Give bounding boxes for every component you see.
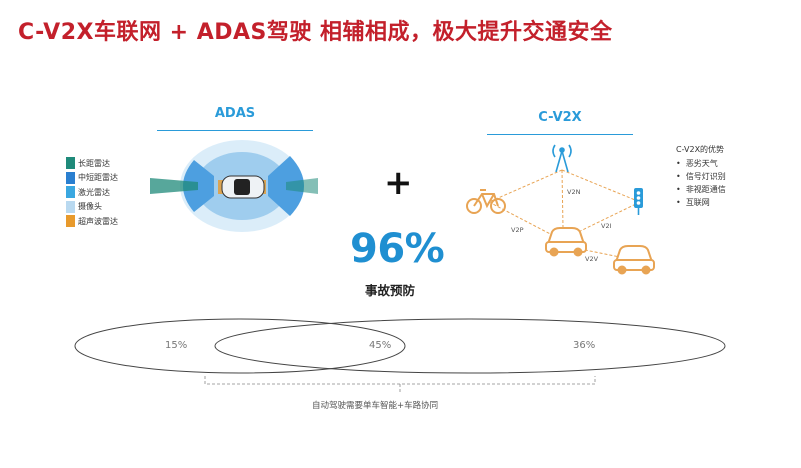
legend-swatch	[66, 200, 75, 213]
legend-item: 激光雷达	[66, 185, 118, 200]
legend-item: 超声波雷达	[66, 214, 118, 229]
cv2x-underline	[487, 134, 633, 135]
cv2x-label: C-V2X	[538, 110, 582, 125]
legend-item: 中短距雷达	[66, 171, 118, 186]
adas-ellipse	[74, 318, 406, 374]
adas-sensor-legend: 长距雷达 中短距雷达 激光雷达 摄像头 超声波雷达	[66, 156, 118, 229]
advantage-label: 信号灯识别	[685, 172, 726, 181]
advantage-label: 恶劣天气	[685, 159, 718, 168]
cv2x-network	[488, 169, 641, 259]
cell-tower-icon	[552, 144, 572, 173]
accident-percentage: 96%	[350, 226, 445, 272]
advantage-item: • 互联网	[676, 198, 710, 207]
plus-sign: +	[384, 163, 413, 203]
advantage-item: • 恶劣天气	[676, 159, 718, 168]
advantage-item: • 信号灯识别	[676, 172, 726, 181]
accident-caption: 事故预防	[365, 283, 416, 298]
car-icon	[545, 227, 587, 257]
page-title: C-V2X车联网 + ADAS驾驶 相辅相成，极大提升交通安全	[18, 20, 613, 45]
adas-underline	[157, 130, 313, 131]
legend-swatch	[66, 171, 75, 184]
traffic-light-icon	[634, 188, 643, 215]
car-window	[234, 179, 250, 195]
adas-car-illustration	[150, 140, 318, 232]
advantage-label: 互联网	[685, 198, 710, 207]
bicycle-icon	[466, 189, 506, 214]
footnote: 自动驾驶需要单车智能+车路协同	[312, 401, 439, 411]
overlap-middle-value: 45%	[369, 340, 392, 351]
legend-item: 长距雷达	[66, 156, 118, 171]
cv2x-advantages: C-V2X的优势 • 恶劣天气 • 信号灯识别 • 非视距通信 • 互联网	[676, 144, 726, 210]
advantages-title: C-V2X的优势	[676, 145, 725, 154]
v2p-label: V2P	[511, 226, 524, 234]
v2n-label: V2N	[567, 188, 581, 196]
advantage-label: 非视距通信	[685, 185, 726, 194]
legend-label: 摄像头	[78, 202, 102, 212]
legend-swatch	[66, 215, 75, 228]
bracket	[204, 376, 596, 385]
legend-swatch	[66, 157, 75, 170]
legend-label: 激光雷达	[78, 187, 110, 197]
long-range-radar	[150, 178, 198, 194]
long-range-radar-front	[286, 178, 318, 194]
legend-swatch	[66, 186, 75, 199]
legend-item: 摄像头	[66, 200, 118, 215]
v2i-label: V2I	[601, 222, 612, 230]
overlap-left-value: 15%	[165, 340, 188, 351]
legend-label: 中短距雷达	[78, 173, 118, 183]
adas-label: ADAS	[214, 106, 256, 121]
overlap-right-value: 36%	[573, 340, 596, 351]
v2v-label: V2V	[585, 255, 599, 263]
rear-radar	[183, 160, 214, 212]
car-icon	[613, 245, 655, 275]
advantage-item: • 非视距通信	[676, 185, 726, 194]
cv2x-ellipse	[214, 318, 726, 374]
legend-label: 长距雷达	[78, 158, 110, 168]
legend-label: 超声波雷达	[78, 216, 118, 226]
